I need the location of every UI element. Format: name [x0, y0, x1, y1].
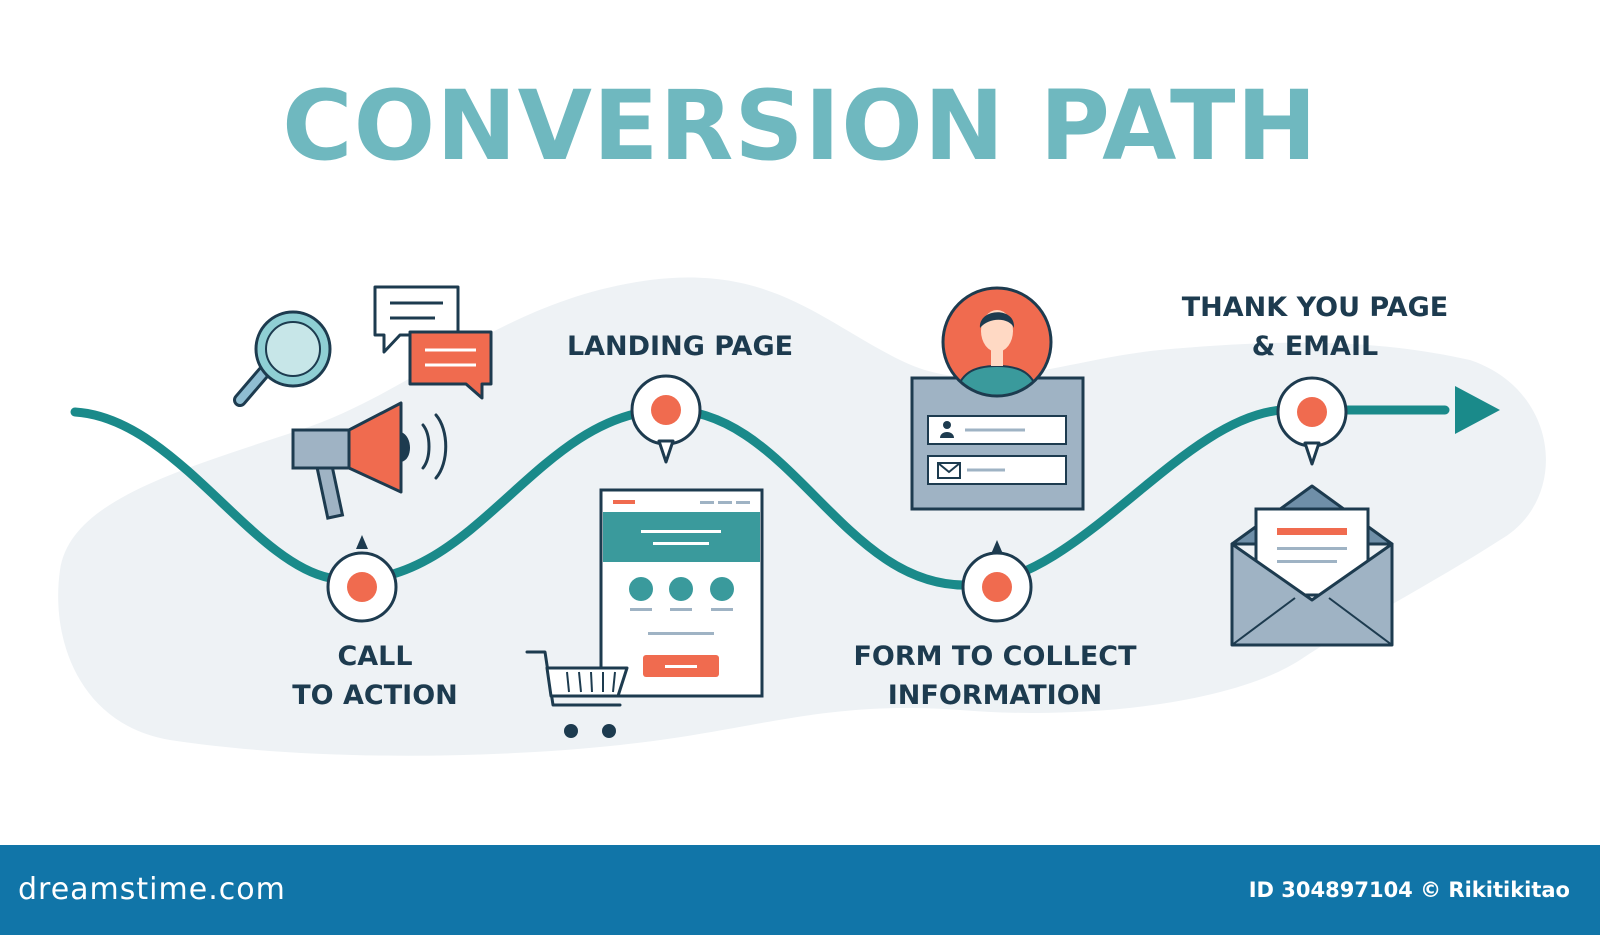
chat-bubbles-icon — [373, 285, 493, 400]
step-node-thank-you — [1276, 376, 1348, 466]
form-icon — [910, 376, 1085, 511]
footer-brand[interactable]: dreamstime.com — [18, 872, 286, 907]
path-illustration — [58, 277, 1546, 756]
step-label-line: FORM TO COLLECT — [853, 641, 1137, 672]
step-label-line: THANK YOU PAGE — [1181, 292, 1449, 323]
footer-credit: ID 304897104 © Rikitikitao — [1248, 878, 1570, 902]
envelope-icon — [1230, 484, 1394, 647]
shopping-cart-icon — [525, 650, 629, 738]
step-label-call-to-action: CALL TO ACTION — [270, 637, 480, 715]
step-label-landing-page: LANDING PAGE — [540, 327, 820, 366]
step-node-call-to-action — [326, 535, 398, 623]
step-node-form — [961, 540, 1033, 623]
step-label-form: FORM TO COLLECT INFORMATION — [845, 637, 1145, 715]
step-label-line: LANDING PAGE — [566, 331, 794, 362]
step-node-landing-page — [630, 374, 702, 464]
page-title: CONVERSION PATH — [282, 70, 1318, 182]
footer-bar: dreamstime.com ID 304897104 © Rikitikita… — [0, 845, 1600, 935]
megaphone-icon — [291, 401, 448, 520]
step-label-line: CALL — [337, 641, 413, 672]
landing-page-icon — [599, 488, 764, 698]
step-label-line: TO ACTION — [292, 680, 458, 711]
step-label-line: & EMAIL — [1251, 331, 1379, 362]
step-label-line: INFORMATION — [887, 680, 1103, 711]
user-avatar-icon — [941, 286, 1053, 398]
background-blob — [58, 277, 1546, 756]
step-label-thank-you: THANK YOU PAGE & EMAIL — [1170, 288, 1460, 366]
arrow-icon — [1455, 386, 1500, 434]
magnifier-icon — [233, 310, 332, 407]
